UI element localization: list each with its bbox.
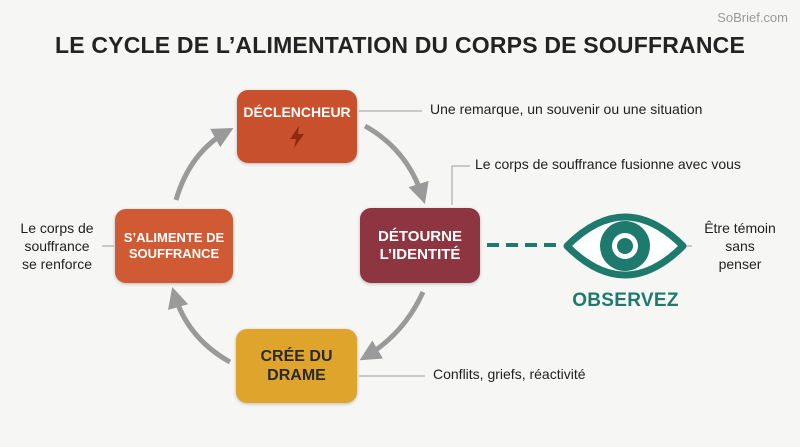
node-feeds: S’ALIMENTE DE SOUFFRANCE [115,209,233,283]
arrow-trigger-to-identity [363,123,429,205]
node-identity-line2: L’IDENTITÉ [379,245,461,263]
annotation-feeds: Le corps de souffrance se renforce [14,219,100,274]
annotation-witness-line1: Être témoin [704,220,776,236]
arrow-feeds-to-trigger [173,127,234,201]
leader-identity [451,165,470,205]
annotation-trigger: Une remarque, un souvenir ou une situati… [430,101,703,117]
node-trigger-label: DÉCLENCHEUR [243,104,351,121]
node-feeds-line1: S’ALIMENTE DE [123,230,225,246]
annotation-witness-line2: sans [725,238,755,255]
arrow-drama-to-feeds [167,286,232,365]
node-identity-line1: DÉTOURNE [378,227,462,245]
arrow-identity-to-drama [359,290,426,361]
node-trigger: DÉCLENCHEUR [237,90,357,163]
diagram-title: LE CYCLE DE L’ALIMENTATION DU CORPS DE S… [54,32,746,58]
watermark: SoBrief.com [717,10,788,25]
observe-label: OBSERVEZ [572,290,679,311]
annotation-feeds-line2: souffrance [24,238,90,255]
annotation-drama: Conflits, griefs, réactivité [433,366,586,382]
node-feeds-line2: SOUFFRANCE [128,246,220,261]
annotation-witness: Être témoin sans penser [694,219,786,274]
lightning-bolt-icon [290,125,304,148]
node-drama-line2: DRAME [267,367,326,384]
annotation-feeds-line3: se renforce [21,256,93,273]
eye-icon [563,213,687,279]
annotation-witness-line3: penser [718,256,762,273]
annotation-identity: Le corps de souffrance fusionne avec vou… [475,156,741,172]
node-identity: DÉTOURNE L’IDENTITÉ [360,208,480,283]
node-drama-line1: CRÉE DU [260,347,333,365]
node-drama: CRÉE DU DRAME [236,329,357,403]
annotation-feeds-line1: Le corps de [20,220,94,236]
